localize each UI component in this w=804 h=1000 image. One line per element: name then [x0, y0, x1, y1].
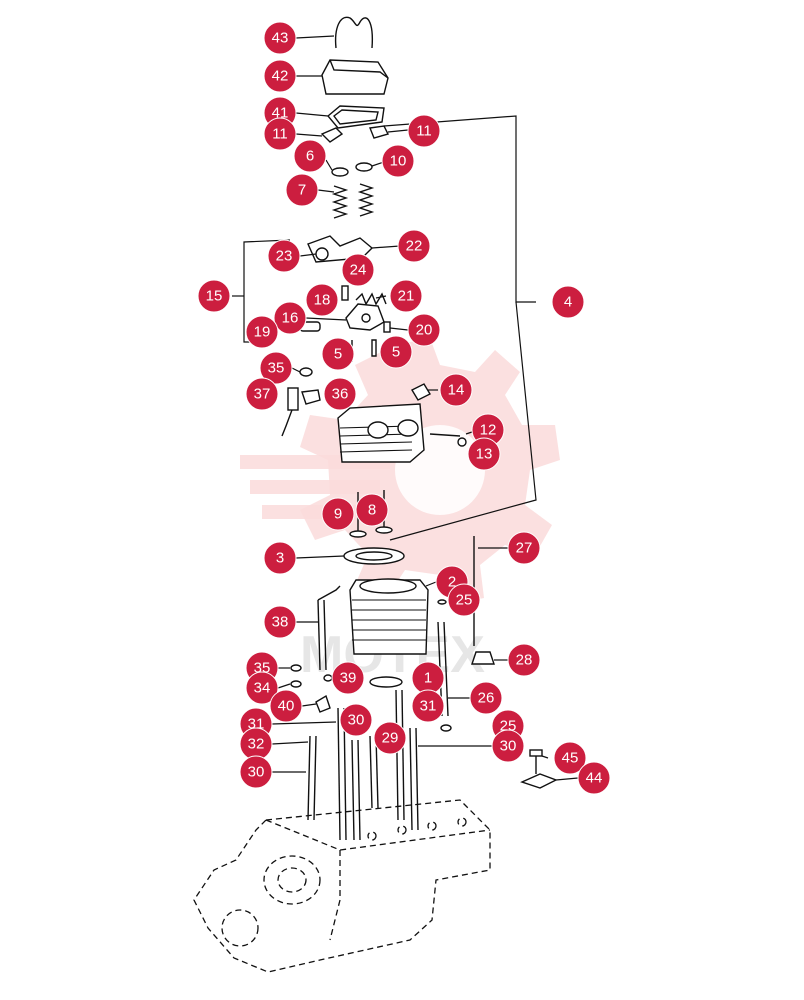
callout-43[interactable]: 43 [263, 21, 297, 55]
callout-1[interactable]: 1 [411, 661, 445, 695]
callout-30-upper[interactable]: 30 [339, 703, 373, 737]
callout-5-left[interactable]: 5 [321, 337, 355, 371]
callout-18[interactable]: 18 [305, 283, 339, 317]
callout-20[interactable]: 20 [407, 313, 441, 347]
callout-23[interactable]: 23 [267, 239, 301, 273]
callout-21[interactable]: 21 [389, 279, 423, 313]
callout-8[interactable]: 8 [355, 493, 389, 527]
callout-13[interactable]: 13 [467, 437, 501, 471]
callout-10[interactable]: 10 [381, 144, 415, 178]
callout-5-right[interactable]: 5 [379, 335, 413, 369]
callout-4[interactable]: 4 [551, 285, 585, 319]
callout-15[interactable]: 15 [197, 279, 231, 313]
callout-31-right[interactable]: 31 [411, 689, 445, 723]
callout-7[interactable]: 7 [285, 173, 319, 207]
callout-39[interactable]: 39 [331, 661, 365, 695]
callout-24[interactable]: 24 [341, 253, 375, 287]
callout-29[interactable]: 29 [373, 721, 407, 755]
callout-19[interactable]: 19 [245, 315, 279, 349]
callout-28[interactable]: 28 [507, 643, 541, 677]
callout-36[interactable]: 36 [323, 377, 357, 411]
callout-30-right[interactable]: 30 [491, 729, 525, 763]
callout-14[interactable]: 14 [439, 373, 473, 407]
callout-3[interactable]: 3 [263, 541, 297, 575]
callout-26[interactable]: 26 [469, 681, 503, 715]
callout-30-lower[interactable]: 30 [239, 755, 273, 789]
callout-16[interactable]: 16 [273, 301, 307, 335]
callout-9[interactable]: 9 [321, 497, 355, 531]
callout-25-upper[interactable]: 25 [447, 583, 481, 617]
callout-22[interactable]: 22 [397, 229, 431, 263]
watermark-logo [240, 338, 560, 605]
callout-32[interactable]: 32 [239, 727, 273, 761]
callout-11-right[interactable]: 11 [407, 114, 441, 148]
callout-37[interactable]: 37 [245, 377, 279, 411]
leader-lines [271, 35, 579, 781]
callout-44[interactable]: 44 [577, 761, 611, 795]
callout-38[interactable]: 38 [263, 605, 297, 639]
callout-6[interactable]: 6 [293, 139, 327, 173]
callout-27[interactable]: 27 [507, 531, 541, 565]
callout-42[interactable]: 42 [263, 59, 297, 93]
callout-40[interactable]: 40 [269, 689, 303, 723]
callout-11-left[interactable]: 11 [263, 117, 297, 151]
